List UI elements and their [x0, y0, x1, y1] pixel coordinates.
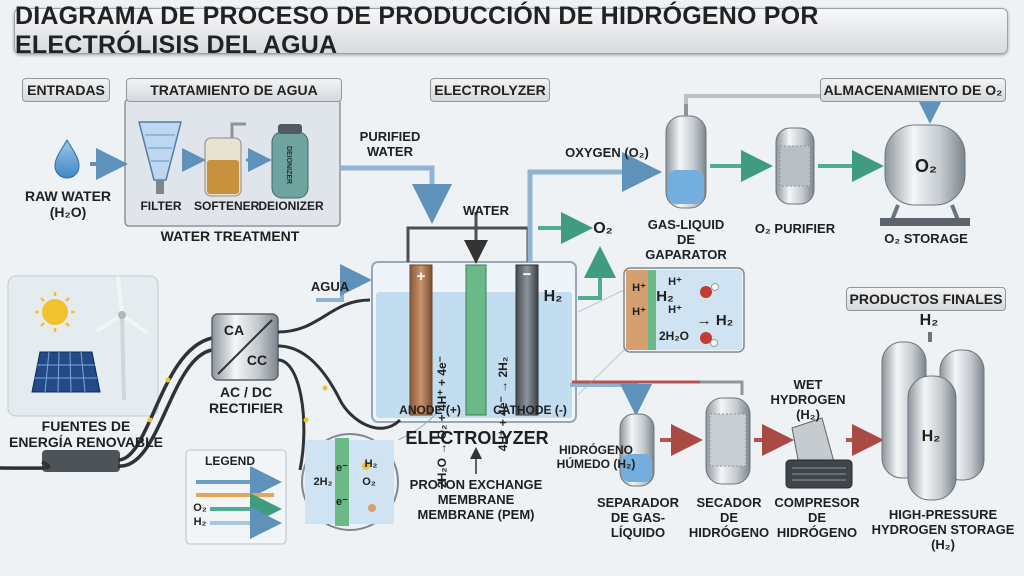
detail-hplus-2: H⁺	[632, 306, 646, 318]
anode-reaction-text: 2H₂O → O₂ + 4H⁺ + 4e⁻	[435, 355, 449, 489]
wind-turbine-icon	[96, 276, 148, 401]
raw-water-label: RAW WATER(H₂O)	[24, 188, 112, 221]
cathode-minus-sign: −	[522, 266, 532, 283]
h2-tank-label-mid: H₂	[921, 428, 941, 445]
water-drop-icon	[54, 139, 80, 179]
softener-label: SOFTENER	[194, 199, 260, 213]
section-productos-finales: PRODUCTOS FINALES	[846, 287, 1006, 311]
electrolyzer-caption: ELECTROLYZER	[405, 428, 549, 448]
zoom-electron-1: e⁻	[336, 462, 348, 474]
zoom-h2: H₂	[364, 458, 378, 470]
detail-hplus-4: H⁺	[668, 304, 682, 316]
gas-liquid-separator-icon	[665, 104, 707, 209]
anode-plus-sign: +	[416, 268, 426, 285]
zoom-electron-2: e⁻	[336, 496, 348, 508]
h2-storage-tanks-icon	[881, 332, 985, 501]
water-inlet-label: WATER	[463, 203, 509, 218]
deionizer-tank-icon: DEIONIZER	[271, 124, 309, 199]
o2-purifier-icon	[775, 127, 815, 205]
section-entradas: ENTRADAS	[22, 78, 110, 102]
zoom-2h2: 2H₂	[313, 476, 333, 488]
h2-dryer-icon	[705, 397, 751, 485]
rectifier-cc: CC	[246, 352, 268, 368]
legend-o2: O₂	[193, 502, 207, 514]
cathode-label: CATHODE (-)	[493, 403, 567, 417]
zoom-o2: O₂	[362, 476, 376, 488]
legend-h2: H₂	[193, 516, 207, 528]
o2-storage-tank-icon	[880, 124, 970, 226]
h2-output-label: H₂	[543, 288, 563, 305]
solar-panel-icon	[31, 351, 101, 393]
softener-tank-icon	[204, 122, 246, 197]
section-tratamiento: TRATAMIENTO DE AGUA	[126, 78, 342, 102]
detail-h2o: 2H₂O	[658, 329, 689, 343]
deionizer-tank-text: DEIONIZER	[285, 146, 292, 184]
detail-h2: H₂	[656, 288, 674, 305]
filter-icon	[138, 121, 182, 194]
legend-title: LEGEND	[204, 454, 255, 468]
agua-inlet-label: AGUA	[310, 279, 350, 294]
rectifier-ca: CA	[223, 322, 245, 338]
filter-label: FILTER	[140, 199, 182, 213]
h2-separator-icon	[619, 413, 655, 487]
detail-hplus-3: H⁺	[668, 276, 682, 288]
h2-compressor-icon	[785, 417, 853, 489]
o2-tank-text: O₂	[915, 156, 937, 176]
anode-label: ANODE (+)	[399, 403, 461, 417]
sun-icon	[35, 292, 75, 332]
detail-hplus-1: H⁺	[632, 282, 646, 294]
section-almacenamiento-o2: ALMACENAMIENTO DE O₂	[820, 78, 1006, 102]
o2-purifier-label: O₂ PURIFIER	[754, 221, 836, 236]
detail-arrow-h2: → H₂	[696, 312, 734, 329]
o2-storage-label: O₂ STORAGE	[884, 231, 968, 246]
deionizer-label: DEIONIZER	[258, 199, 324, 213]
wet-hydrogen-label: WET HYDROGEN(H₂)	[770, 377, 846, 422]
h2-tank-label-top: H₂	[919, 312, 939, 329]
water-treatment-caption: WATER TREATMENT	[160, 228, 300, 244]
o2-output-label: O₂	[593, 220, 613, 237]
oxygen-flow-label: OXYGEN (O₂)	[565, 145, 649, 160]
section-electrolyzer: ELECTROLYZER	[430, 78, 550, 102]
